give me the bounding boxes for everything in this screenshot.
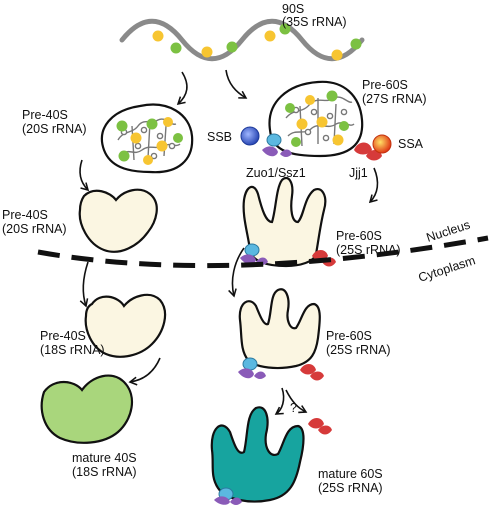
label-mature40s: mature 40S	[72, 451, 137, 465]
zuo1-ssz1-complex-top	[262, 133, 292, 157]
label-pre40s-top-rrna: (20S rRNA)	[22, 122, 87, 136]
label-mature60s-rrna: (25S rRNA)	[318, 481, 383, 495]
pre40s-20s-subunit	[78, 188, 158, 253]
label-pre40s-mid-rrna: (20S rRNA)	[2, 222, 67, 236]
arrow-pre40s-export	[79, 261, 89, 308]
label-pre40s-mid: Pre-40S	[2, 208, 48, 222]
label-mature60s: mature 60S	[318, 467, 383, 481]
label-mature40s-rrna: (18S rRNA)	[72, 465, 137, 479]
label-ssa: SSA	[398, 137, 424, 151]
label-90s-rrna: (35S rRNA)	[282, 15, 347, 29]
factor-dot-green	[226, 41, 238, 53]
rrna-90s-strand	[119, 18, 365, 62]
label-pre40s-low-rrna: (18S rRNA)	[40, 343, 105, 357]
factor-dot-yellow	[201, 46, 213, 58]
ssa-icon	[372, 134, 392, 154]
arrow-to-mature60s	[274, 387, 285, 415]
arrow-pre40s-20s-step	[79, 159, 90, 192]
factor-dot-green	[350, 38, 362, 50]
released-jjj1	[308, 418, 332, 435]
label-pre40s-low: Pre-40S	[40, 329, 86, 343]
label-pre60s-mid: Pre-60S	[336, 229, 382, 243]
label-pre40s-top: Pre-40S	[22, 108, 68, 122]
factor-dot-yellow	[331, 49, 343, 61]
factor-dot-green	[170, 42, 182, 54]
pre60s-27s-with-factors	[268, 80, 364, 158]
ssb-icon	[240, 126, 260, 146]
nuclear-envelope	[37, 235, 489, 269]
arrow-pre60s-export	[228, 247, 245, 298]
factor-dot-yellow	[264, 30, 276, 42]
factor-dot-green	[279, 23, 291, 35]
factor-dot-yellow	[152, 30, 164, 42]
mature-40s-subunit	[40, 374, 134, 444]
pre40s-18s-subunit	[84, 293, 167, 358]
pre60s-25s-nuclear-subunit	[240, 176, 336, 268]
label-question: ?	[290, 401, 297, 415]
label-pre60s-top: Pre-60S	[362, 78, 408, 92]
label-ssb: SSB	[207, 130, 232, 144]
arrow-to-mature40s	[128, 357, 161, 386]
label-zuo1-ssz1: Zuo1/Ssz1	[246, 166, 306, 180]
pre60s-25s-cytoplasmic-subunit	[238, 288, 324, 381]
label-jjj1: Jjj1	[349, 166, 368, 180]
arrow-90s-to-pre40s	[176, 71, 188, 106]
label-90s: 90S	[282, 2, 304, 16]
label-pre60s-low-rrna: (25S rRNA)	[326, 343, 391, 357]
pre40s-20s-with-factors	[100, 103, 194, 174]
label-cytoplasm: Cytoplasm	[417, 253, 477, 285]
arrow-release-jjj1	[285, 389, 308, 414]
arrow-pre60s-27s-to-25s	[368, 167, 379, 204]
label-pre60s-top-rrna: (27S rRNA)	[362, 92, 427, 106]
label-pre60s-low: Pre-60S	[326, 329, 372, 343]
arrow-90s-to-pre60s	[225, 69, 248, 99]
mature-60s-subunit	[210, 406, 305, 505]
jjj1-top	[354, 142, 382, 161]
